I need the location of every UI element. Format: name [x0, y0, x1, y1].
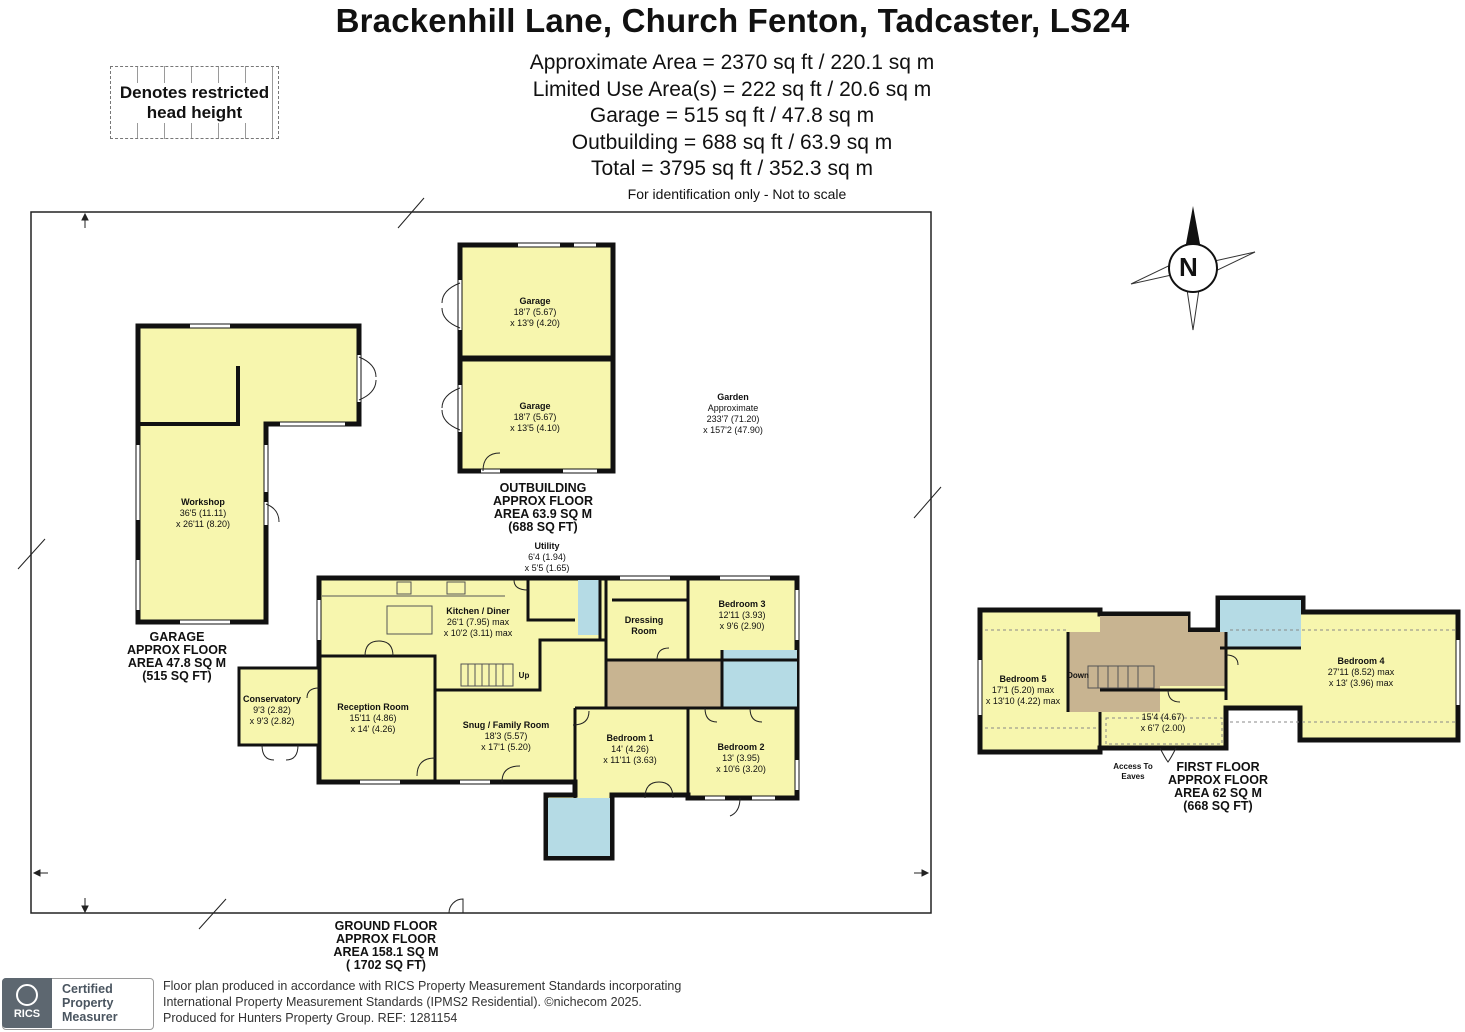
restricted-height-lines	[985, 629, 1455, 745]
first-floor-bathroom	[1220, 600, 1301, 648]
gate	[448, 898, 464, 914]
area-approximate: Approximate Area = 2370 sq ft / 220.1 sq…	[529, 51, 935, 74]
page-title: Brackenhill Lane, Church Fenton, Tadcast…	[335, 2, 1130, 39]
dimension-arrows	[32, 212, 930, 914]
rics-seal-icon	[16, 984, 38, 1006]
footer-line-3: Produced for Hunters Property Group. REF…	[163, 1011, 458, 1025]
area-total: Total = 3795 sq ft / 352.3 sq m	[591, 157, 873, 180]
legend-line-1: Denotes restricted	[118, 82, 271, 102]
area-outbuilding: Outbuilding = 688 sq ft / 63.9 sq m	[571, 130, 893, 154]
compass-icon	[1130, 206, 1256, 331]
site-boundary	[30, 211, 932, 914]
ground-windows	[317, 576, 799, 800]
first-floor-windows	[978, 640, 1460, 715]
first-floor-stairs	[1087, 665, 1155, 689]
stairs-up-label: Up	[518, 671, 530, 680]
compass-north-label: N	[1179, 252, 1198, 282]
area-limited-use: Limited Use Area(s) = 222 sq ft / 20.6 s…	[532, 77, 932, 101]
ground-doors	[261, 579, 763, 817]
ground-shower-room	[548, 798, 610, 856]
outbuilding-doors	[441, 282, 501, 472]
legend-line-2: head height	[145, 102, 244, 122]
hallway	[606, 660, 722, 708]
area-summary: Approximate Area = 2370 sq ft / 220.1 sq…	[432, 50, 1032, 183]
footer-credits: Floor plan produced in accordance with R…	[163, 978, 681, 1026]
stairs-down-label: Down	[1067, 671, 1089, 680]
workshop-building	[135, 323, 362, 625]
room-landing-eaves: 15'4 (4.67)x 6'7 (2.00)	[1140, 712, 1186, 733]
rics-logo: RICS	[2, 978, 52, 1028]
outbuilding	[457, 242, 616, 474]
boundary-break-marks	[17, 197, 942, 930]
conservatory	[237, 666, 321, 747]
first-floor-internal-walls	[1066, 632, 1301, 748]
area-garage: Garage = 515 sq ft / 47.8 sq m	[589, 104, 875, 127]
ground-stairs	[460, 663, 514, 687]
footer-line-2: International Property Measurement Stand…	[163, 995, 642, 1009]
utility-wc	[578, 580, 600, 635]
footer-line-1: Floor plan produced in accordance with R…	[163, 979, 682, 993]
ground-internal-walls	[319, 578, 797, 798]
identification-note: For identification only - Not to scale	[627, 186, 847, 202]
